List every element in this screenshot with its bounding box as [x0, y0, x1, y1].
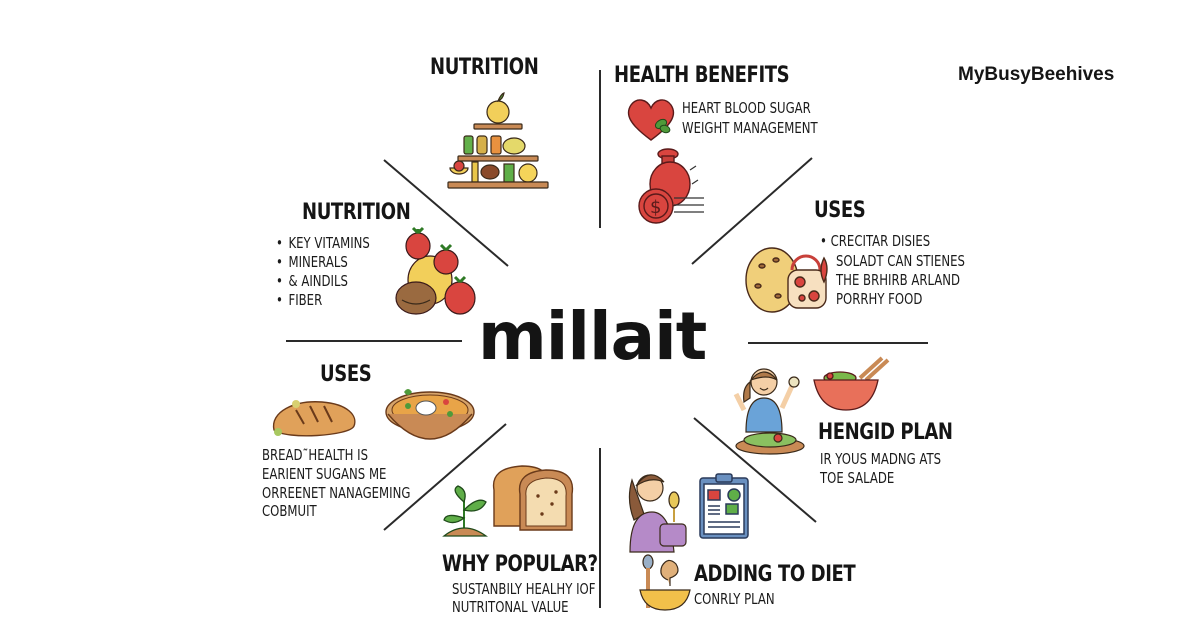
nutrition-item: KEY VITAMINS [276, 234, 369, 253]
mixing-bowl-icon [639, 554, 691, 611]
money-bag-icon: $ [638, 148, 704, 224]
uses-right-line-3: PORRHY FOOD [836, 290, 923, 308]
divider-top-left [383, 159, 509, 267]
health-benefits-heading: HEALTH BENEFITS [614, 63, 790, 88]
adding-to-diet-line-1: CONRLY PLAN [694, 590, 775, 608]
nutrition-list: KEY VITAMINS MINERALS & AINDILS FIBER [276, 234, 370, 310]
soup-bowl-icon [385, 389, 475, 440]
meal-plan-line-1: IR YOUS MADNG ATS [820, 450, 942, 468]
uses-right-line-1: SOLADT CAN STIENES [836, 252, 965, 270]
uses-left-line-3: ORREENET NANAGEMING [262, 484, 411, 502]
nutrition-item: MINERALS [276, 253, 370, 272]
salad-bowl-icon [813, 356, 890, 411]
bullet-dot: • [820, 232, 831, 250]
why-popular-line-2: NUTRITONAL VALUE [452, 598, 569, 616]
nutrition-item: FIBER [276, 291, 370, 310]
center-title: millait [478, 298, 707, 375]
bread-slice-icon [492, 465, 574, 531]
meal-plan-heading: HENGID PLAN [818, 420, 953, 445]
nutrition-item: & AINDILS [276, 272, 370, 291]
uses-left-line-2: EARIENT SUGANS ME [262, 465, 387, 483]
health-benefits-line-1: HEART BLOOD SUGAR [682, 99, 811, 117]
svg-text:$: $ [650, 197, 661, 218]
uses-left-line-1: BREAD˜HEALTH IS [262, 446, 369, 464]
health-benefits-line-2: WEIGHT MANAGEMENT [682, 119, 818, 137]
uses-right-heading: USES [814, 198, 866, 223]
why-popular-heading: WHY POPULAR? [442, 552, 598, 577]
heart-leaf-icon [627, 99, 675, 141]
clipboard-icon [699, 473, 749, 539]
uses-right-bullet-text: CRECITAR DISIES [830, 232, 931, 250]
uses-right-line-2: THE BRHIRB ARLAND [836, 271, 961, 289]
why-popular-line-1: SUSTANBILY HEALHY IOF [452, 580, 596, 598]
bread-loaf-icon [272, 400, 356, 437]
uses-left-line-4: COBMUIT [262, 502, 317, 520]
cookie-jar-icon [745, 247, 828, 313]
meal-plan-line-2: TOE SALADE [820, 469, 895, 487]
food-pyramid-icon [447, 92, 549, 189]
divider-top-right [691, 157, 813, 265]
woman-grain-icon [628, 474, 687, 553]
nutrition-top-heading: NUTRITION [430, 55, 539, 80]
fruit-basket-icon [395, 226, 476, 315]
uses-left-heading: USES [320, 362, 372, 387]
divider-bottom-right [693, 417, 817, 523]
divider-bottom-left [383, 423, 507, 531]
sprout-icon [442, 485, 489, 537]
nutrition-left-heading: NUTRITION [302, 200, 411, 225]
adding-to-diet-heading: ADDING TO DIET [694, 562, 856, 587]
woman-salad-icon [733, 368, 805, 455]
uses-right-bullet: • CRECITAR DISIES [820, 232, 930, 251]
brand-label: MyBusyBeehives [958, 64, 1115, 85]
